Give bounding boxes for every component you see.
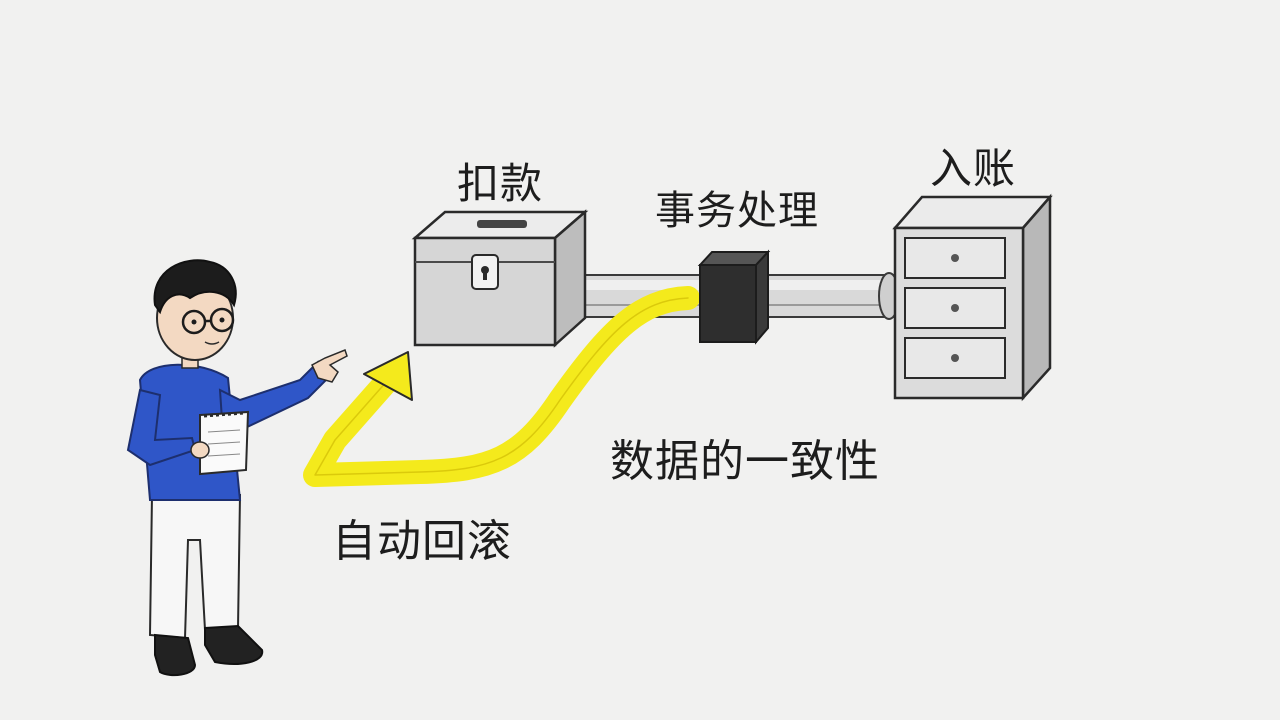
debit-label: 扣款 <box>457 159 544 208</box>
credit-label: 入账 <box>930 144 1017 193</box>
transaction-block-icon <box>697 249 771 345</box>
lockbox-icon <box>411 209 589 348</box>
person-pointing-icon <box>126 259 348 677</box>
drawer-cabinet-icon <box>892 193 1053 402</box>
rollback-label: 自动回滚 <box>332 516 512 567</box>
rollback-arrow-icon <box>303 286 700 487</box>
transaction-label: 事务处理 <box>655 188 819 234</box>
notepad-icon <box>199 410 250 476</box>
consistency-label: 数据的一致性 <box>610 436 880 487</box>
